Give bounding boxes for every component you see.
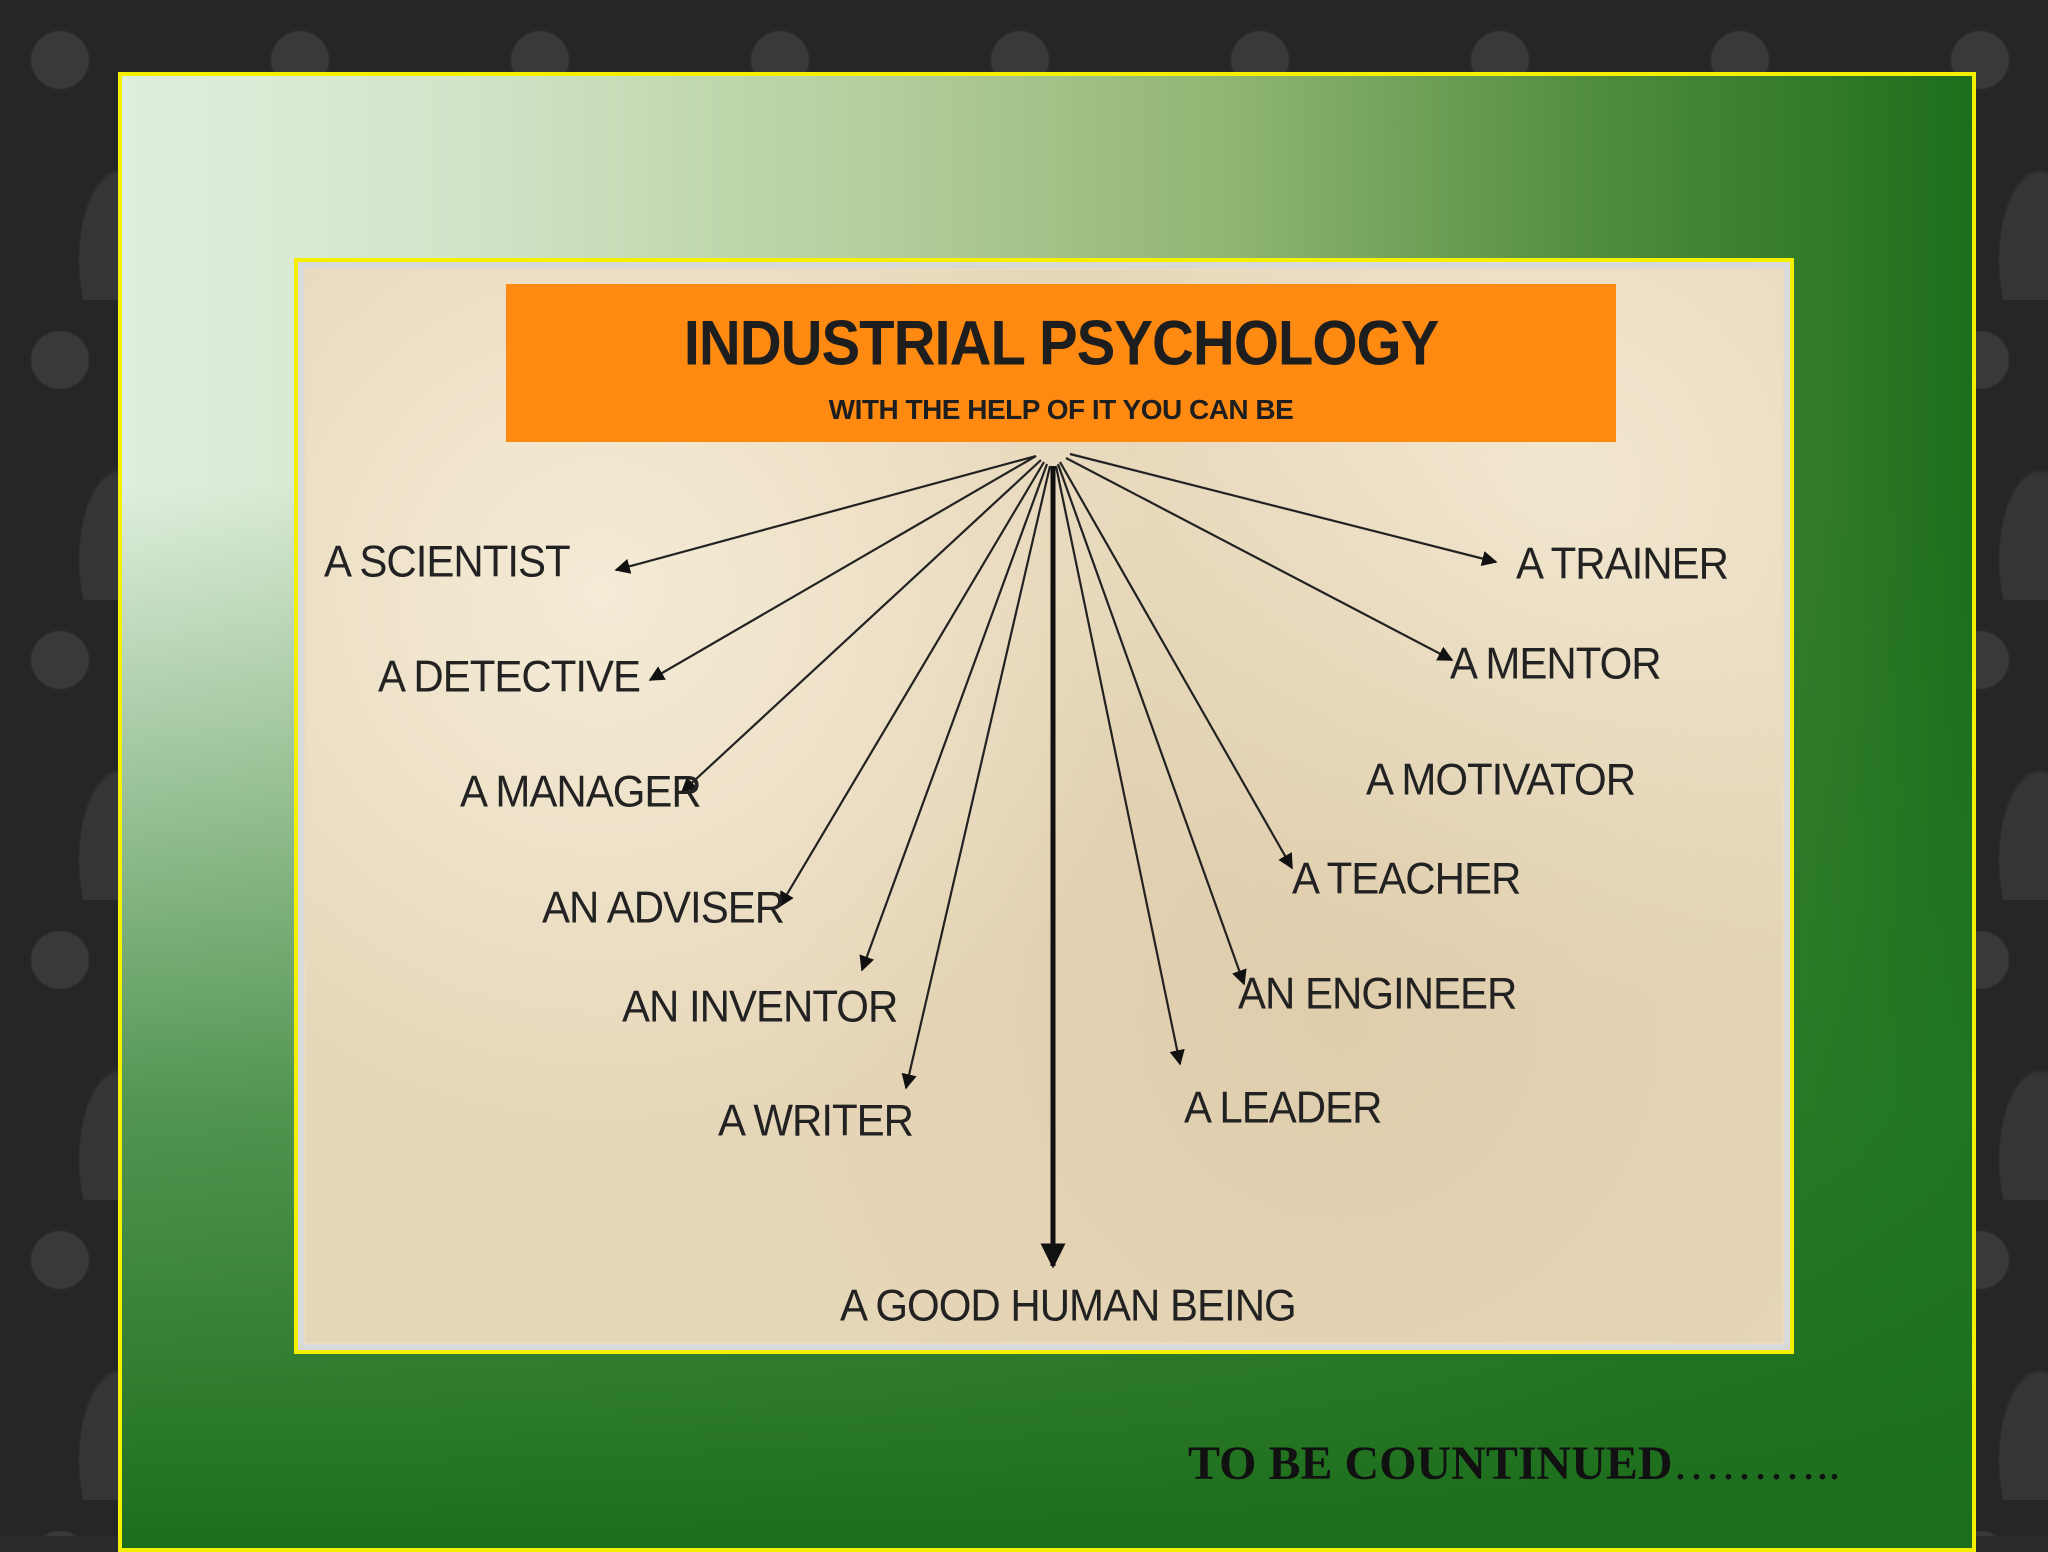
connector-arrows [614,452,1498,1269]
diagram-header: INDUSTRIAL PSYCHOLOGY WITH THE HELP OF I… [506,284,1616,442]
diagram-frame: INDUSTRIAL PSYCHOLOGY WITH THE HELP OF I… [294,258,1794,1354]
role-leader: A LEADER [1184,1082,1382,1133]
role-trainer: A TRAINER [1516,538,1729,589]
role-teacher: A TEACHER [1292,853,1521,904]
diagram-title: INDUSTRIAL PSYCHOLOGY [683,308,1440,379]
role-good-human-being: A GOOD HUMAN BEING [840,1280,1297,1331]
arrow-manager [680,459,1042,794]
role-mentor: A MENTOR [1450,638,1662,689]
role-inventor: AN INVENTOR [622,981,898,1032]
arrow-writer [901,465,1052,1090]
diagram-paper: INDUSTRIAL PSYCHOLOGY WITH THE HELP OF I… [306,270,1782,1342]
arrow-scientist [614,454,1037,574]
diagram-subtitle: WITH THE HELP OF IT YOU CAN BE [828,394,1294,425]
arrow-teacher [1059,461,1293,870]
footer-dots: ……….. [1672,1437,1841,1490]
arrow-engineer [1056,463,1247,986]
role-adviser: AN ADVISER [542,882,785,933]
arrow-adviser [779,461,1045,908]
arrow-detective [648,455,1037,681]
continued-footer: TO BE COUNTINUED……….. [1188,1436,1841,1491]
role-manager: A MANAGER [460,766,702,817]
role-writer: A WRITER [718,1095,914,1146]
arrow-trainer [1069,452,1498,567]
role-detective: A DETECTIVE [378,651,641,702]
role-scientist: A SCIENTIST [324,536,571,587]
role-motivator: A MOTIVATOR [1366,754,1636,805]
arrow-inventor [859,463,1049,972]
role-engineer: AN ENGINEER [1238,968,1517,1019]
arrow-mentor [1065,457,1454,661]
arrow-leader [1054,465,1185,1066]
footer-label: TO BE COUNTINUED [1188,1437,1673,1490]
